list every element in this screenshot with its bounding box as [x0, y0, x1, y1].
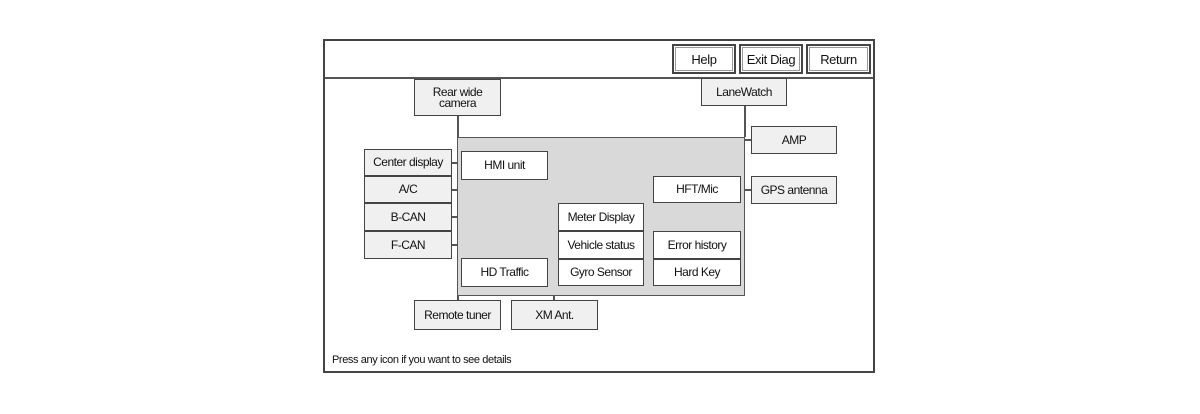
return-button[interactable]: Return [806, 44, 871, 74]
connector-line [744, 189, 751, 191]
connector-line [457, 295, 459, 303]
connector-line [744, 105, 746, 137]
connector-line [452, 162, 458, 164]
connector-line [452, 244, 458, 246]
connector-line [452, 216, 458, 218]
gyro-sensor-box[interactable]: Gyro Sensor [558, 259, 644, 286]
hft-mic-box[interactable]: HFT/Mic [653, 176, 741, 203]
footer-hint: Press any icon if you want to see detail… [332, 354, 512, 366]
gps-antenna-box[interactable]: GPS antenna [751, 176, 837, 204]
error-history-box[interactable]: Error history [653, 231, 741, 259]
center-display-box[interactable]: Center display [364, 149, 452, 176]
help-button[interactable]: Help [672, 44, 736, 74]
toolbar-divider [325, 77, 873, 79]
exit-diag-button[interactable]: Exit Diag [739, 44, 803, 74]
rear-wide-camera-box[interactable]: Rear wide camera [414, 79, 501, 116]
amp-box[interactable]: AMP [751, 126, 837, 154]
connector-line [744, 139, 751, 141]
connector-line [452, 189, 458, 191]
ac-box[interactable]: A/C [364, 176, 452, 203]
remote-tuner-box[interactable]: Remote tuner [414, 300, 501, 330]
diagnostic-screen: Help Exit Diag Return Rear wide camera L… [323, 39, 875, 373]
meter-display-box[interactable]: Meter Display [558, 203, 644, 231]
hard-key-box[interactable]: Hard Key [653, 259, 741, 286]
b-can-box[interactable]: B-CAN [364, 203, 452, 231]
hd-traffic-box[interactable]: HD Traffic [461, 258, 548, 287]
vehicle-status-box[interactable]: Vehicle status [558, 231, 644, 259]
hmi-unit-box[interactable]: HMI unit [461, 151, 548, 180]
connector-line [553, 295, 555, 303]
connector-line [457, 115, 459, 137]
lanewatch-box[interactable]: LaneWatch [701, 78, 787, 106]
xm-ant-box[interactable]: XM Ant. [511, 300, 598, 330]
f-can-box[interactable]: F-CAN [364, 231, 452, 259]
